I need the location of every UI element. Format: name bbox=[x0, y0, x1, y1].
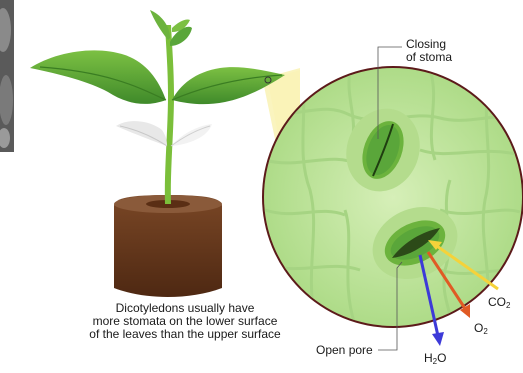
o2-label-sub: 2 bbox=[483, 327, 487, 336]
plant-stem bbox=[165, 25, 174, 204]
h2o-label: H2O bbox=[424, 352, 446, 364]
caption-line-3: of the leaves than the upper surface bbox=[60, 328, 310, 341]
cotyledon-leaves bbox=[116, 121, 212, 146]
closing-stoma-label: Closing of stoma bbox=[406, 38, 452, 64]
o2-label: O2 bbox=[474, 322, 488, 334]
h2o-label-pre: H bbox=[424, 351, 433, 365]
open-pore-label: Open pore bbox=[316, 344, 373, 357]
closing-stoma-label-line-2: of stoma bbox=[406, 51, 452, 64]
microscope-photo-strip bbox=[0, 0, 14, 152]
co2-label-base: CO bbox=[488, 295, 506, 309]
plant-illustration bbox=[30, 10, 285, 297]
caption: Dicotyledons usually have more stomata o… bbox=[60, 302, 310, 341]
soil-block bbox=[114, 195, 222, 297]
o2-label-base: O bbox=[474, 321, 483, 335]
co2-label-sub: 2 bbox=[506, 301, 510, 310]
h2o-label-post: O bbox=[437, 351, 446, 365]
left-leaf bbox=[30, 50, 166, 104]
co2-label: CO2 bbox=[488, 296, 510, 308]
